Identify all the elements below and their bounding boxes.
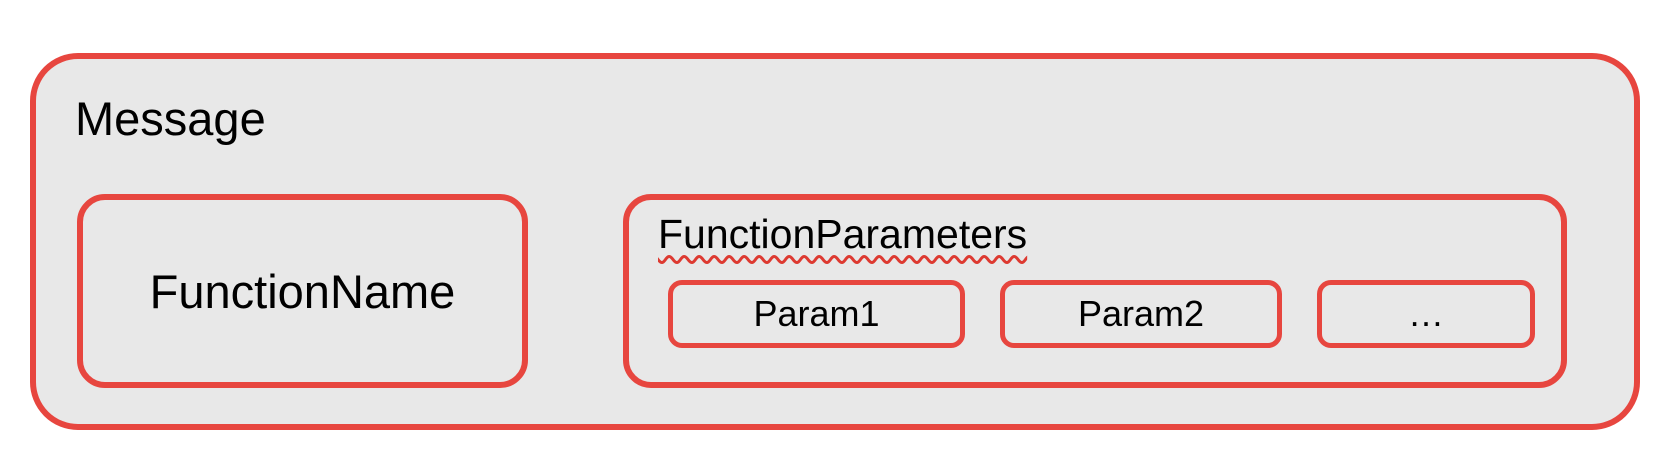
function-name-label: FunctionName [149, 264, 456, 318]
message-box: Message FunctionName FunctionParameters … [30, 53, 1640, 430]
param-box-2: Param2 [1000, 280, 1282, 348]
param-box-ellipsis: … [1317, 280, 1535, 348]
param-ellipsis-label: … [1408, 293, 1444, 334]
function-parameters-label: FunctionParameters [658, 211, 1028, 257]
param-2-label: Param2 [1077, 293, 1205, 334]
param-1-label: Param1 [753, 293, 880, 334]
parameters-row: Param1 Param2 … [668, 280, 1535, 348]
param-box-1: Param1 [668, 280, 965, 348]
message-label: Message [75, 92, 266, 145]
function-name-box: FunctionName [77, 194, 528, 388]
function-parameters-box: FunctionParameters Param1 Param2 … [623, 194, 1567, 388]
